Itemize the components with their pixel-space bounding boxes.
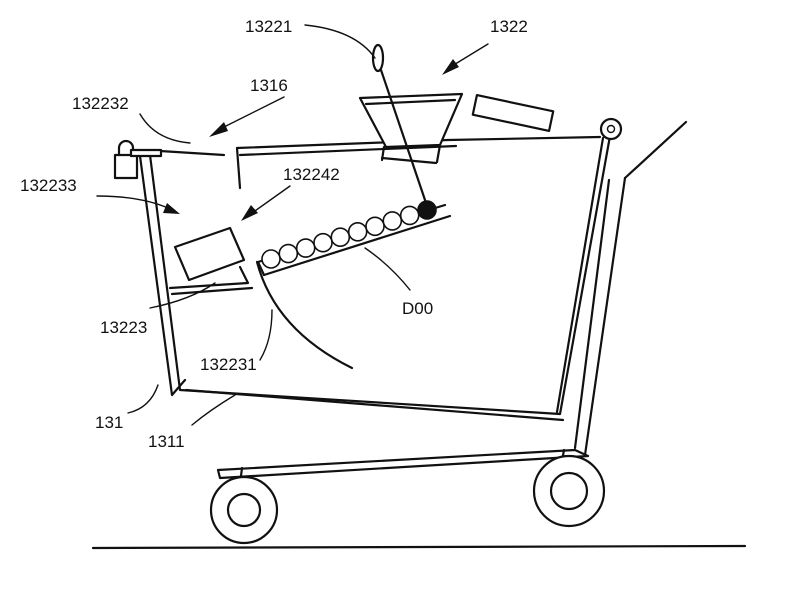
curved-flap [255,260,354,370]
pointer-arrows [96,43,489,221]
label-D00: D00 [402,299,433,318]
label-1311: 1311 [148,432,185,451]
ball-white [347,222,368,242]
label-132232: 132232 [72,94,129,113]
label-1322: 1322 [490,17,528,36]
label-13221: 13221 [245,17,292,36]
label-132242: 132242 [283,165,340,184]
label-13223: 13223 [100,318,147,337]
ball-white [399,205,420,226]
card-slot [471,94,555,132]
lid-assembly [158,135,602,190]
ground-line [91,544,747,550]
ball-row [261,200,437,269]
label-131: 131 [95,413,123,432]
ball-white [365,216,385,237]
ball-white [261,249,281,269]
basket-outline [138,134,612,422]
label-132231: 132231 [200,355,257,374]
hopper [358,92,464,165]
cart-frame [216,120,688,486]
ball-white [382,211,403,231]
handle-roller [599,117,623,141]
label-1316: 1316 [250,76,288,95]
label-132233: 132233 [20,176,77,195]
ball-white [278,243,299,264]
box-item [173,226,246,282]
ball-white [313,232,333,253]
ball-black [417,200,437,220]
padlock [113,139,163,180]
leader-lines [127,24,411,426]
front-wheel [209,475,279,545]
ball-white [295,238,316,258]
ball-white [330,227,351,247]
rear-wheel [532,454,606,528]
wand [371,43,427,202]
shelf-13223 [168,265,254,296]
